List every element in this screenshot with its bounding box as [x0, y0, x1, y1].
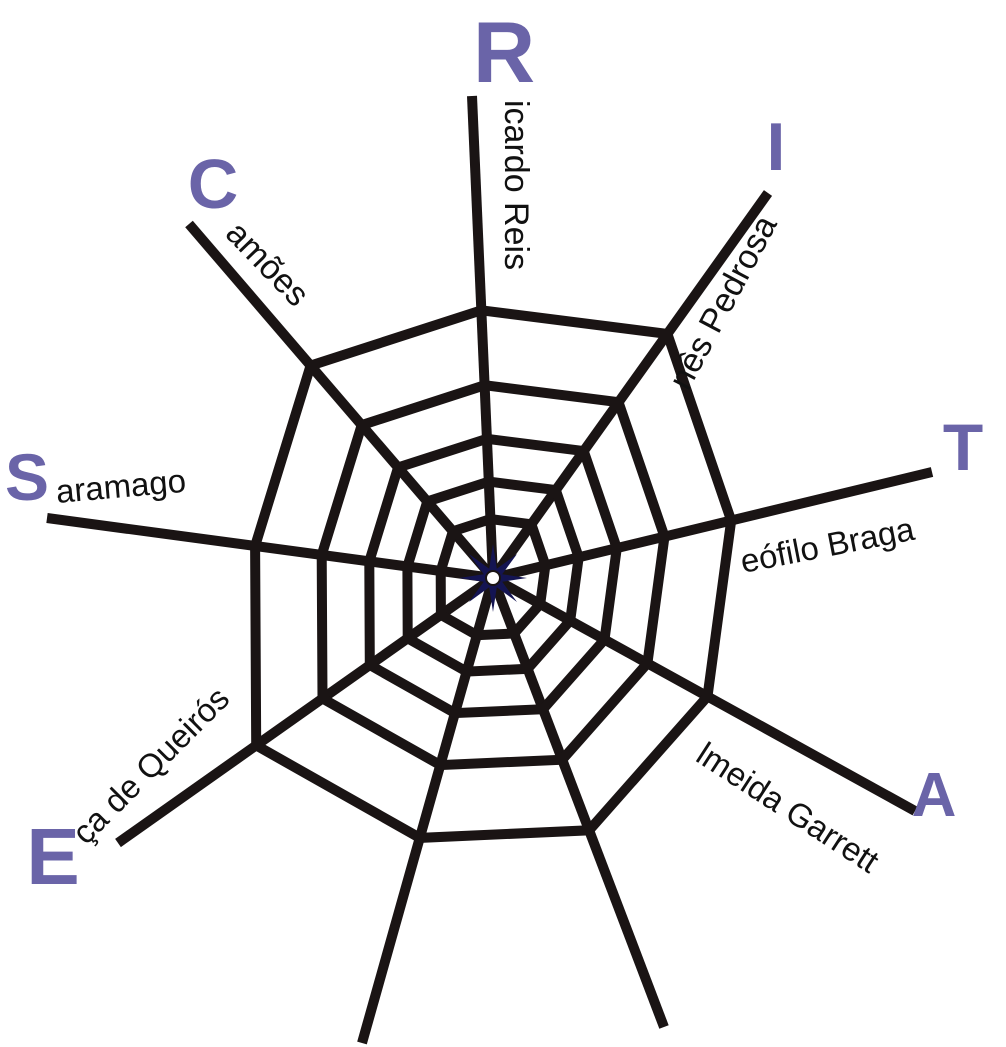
letter-s: S [5, 440, 49, 514]
web-spoke [488, 576, 669, 1029]
label-teofilo-braga: eófilo Braga [737, 510, 918, 580]
label-saramago: aramago [54, 462, 187, 510]
label-almeida-garrett: lmeida Garrett [690, 735, 885, 880]
label-ricardo-reis: icardo Reis [497, 100, 535, 270]
web-ring [364, 433, 622, 719]
center-hub [485, 570, 501, 586]
letter-a: A [912, 761, 957, 830]
web-spoke [488, 190, 773, 581]
web-ring [316, 380, 670, 771]
web-spoke [46, 513, 494, 583]
spider-web [46, 95, 934, 1045]
web-spoke [357, 576, 498, 1045]
label-ines-pedrosa: nês Pedrosa [662, 209, 785, 395]
letter-e: E [26, 812, 79, 901]
letter-r: R [473, 5, 535, 101]
web-ring [402, 476, 584, 677]
web-ring [250, 305, 737, 843]
letter-c: C [188, 145, 239, 223]
web-spoke [115, 573, 496, 848]
web-spoke [185, 220, 497, 582]
web-spoke [491, 467, 934, 583]
web-spoke [467, 95, 498, 579]
letter-t: T [943, 410, 983, 484]
web-ring [435, 513, 551, 641]
letter-i: I [767, 109, 786, 185]
label-camoes: amões [218, 214, 316, 314]
